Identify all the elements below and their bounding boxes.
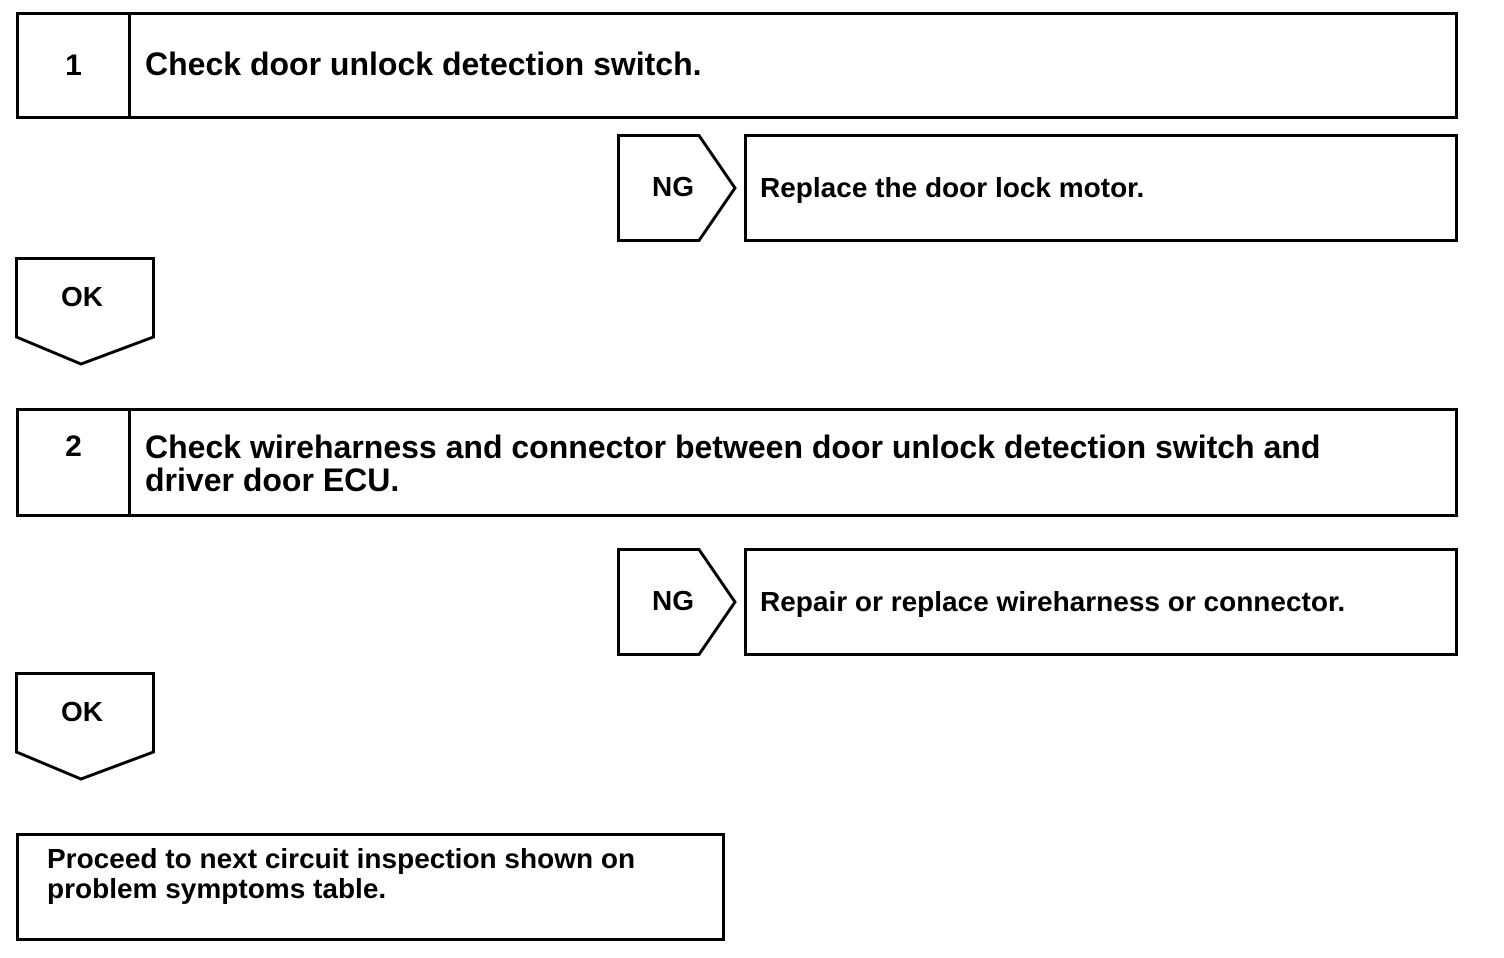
ng-label-1: NG	[652, 171, 694, 202]
step-2-text: Check wireharness and connector between …	[145, 431, 1439, 497]
ng-result-1-box: Replace the door lock motor.	[744, 134, 1458, 242]
ok-label-1: OK	[61, 281, 103, 312]
ng-result-2-box: Repair or replace wireharness or connect…	[744, 548, 1458, 656]
ng-label-2: NG	[652, 585, 694, 616]
ng-arrow-shape-1	[617, 134, 737, 242]
ok-label-2: OK	[61, 696, 103, 727]
ng-tag-2: NG	[617, 548, 739, 656]
step-1-box: 1 Check door unlock detection switch.	[16, 12, 1458, 119]
step-2-text-line-1: Check wireharness and connector between …	[145, 429, 1321, 465]
ng-result-1-text: Replace the door lock motor.	[760, 172, 1145, 203]
step-2-box: 2 Check wireharness and connector betwee…	[16, 408, 1458, 517]
ng-result-2-text: Repair or replace wireharness or connect…	[760, 586, 1346, 617]
ng-tag-1: NG	[617, 134, 739, 242]
final-instruction-box: Proceed to next circuit inspection shown…	[16, 833, 725, 941]
step-2-number: 2	[19, 411, 131, 514]
step-2-text-line-2: driver door ECU.	[145, 462, 400, 498]
ok-arrow-shape-1	[15, 257, 155, 366]
ok-tag-1: OK	[15, 257, 155, 367]
final-instruction-line-1: Proceed to next circuit inspection shown…	[47, 843, 636, 874]
final-instruction-text: Proceed to next circuit inspection shown…	[47, 844, 712, 904]
ng-arrow-shape-2	[617, 548, 737, 656]
ok-tag-2: OK	[15, 672, 155, 782]
step-1-number: 1	[19, 15, 131, 116]
step-1-text: Check door unlock detection switch.	[145, 46, 702, 82]
ok-arrow-shape-2	[15, 672, 155, 781]
final-instruction-line-2: problem symptoms table.	[47, 873, 387, 904]
